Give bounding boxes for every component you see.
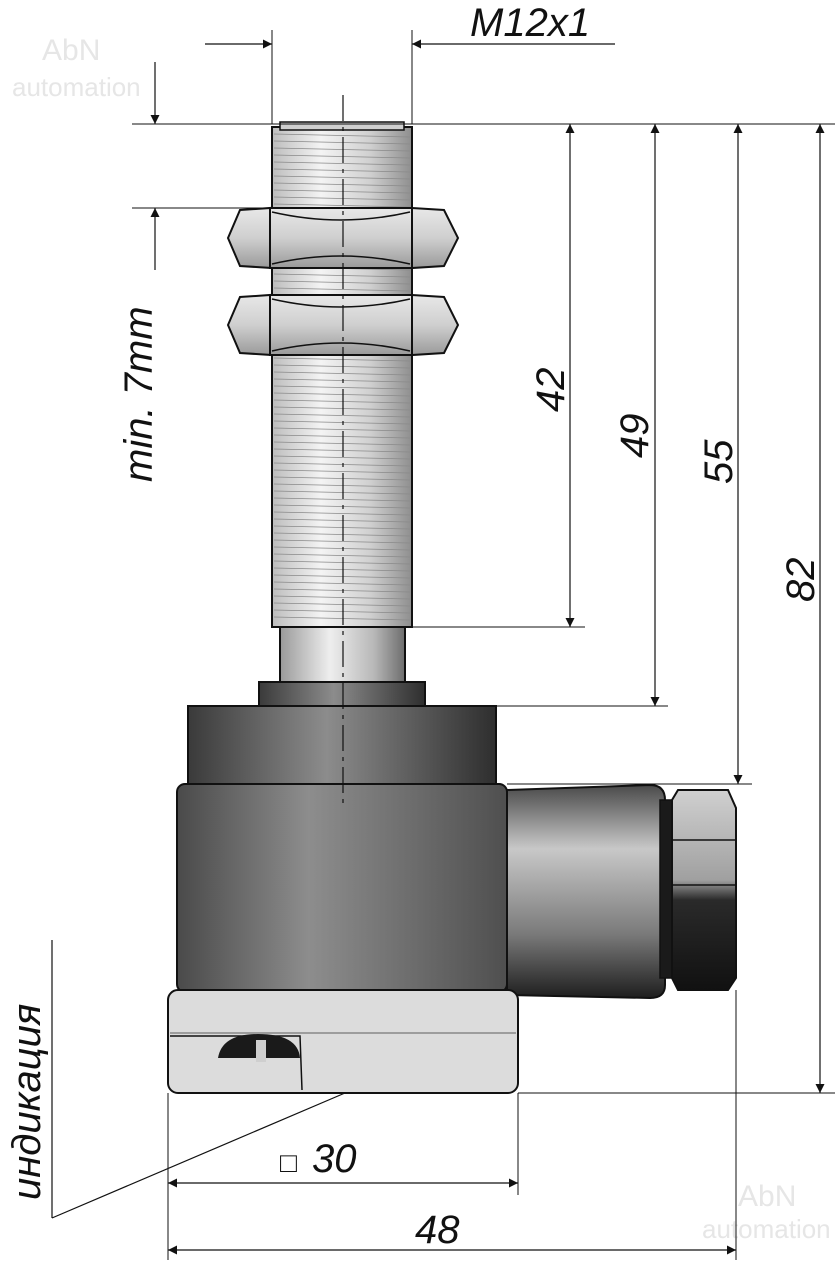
thread-line (273, 511, 411, 516)
thread-line (273, 357, 411, 362)
extension-lines (132, 30, 835, 1260)
thread-line (273, 588, 411, 593)
thread-line (273, 441, 411, 446)
thread-line (273, 455, 411, 460)
thread-line (273, 469, 411, 474)
thread-line (273, 497, 411, 502)
indication-label: индикация (5, 1004, 49, 1200)
dimension-55-label: 55 (697, 439, 741, 484)
thread-size-label: M12x1 (470, 1, 590, 45)
thread-line (273, 399, 411, 404)
dimension-48-label: 48 (415, 1208, 460, 1252)
thread-line (273, 546, 411, 551)
thread-line (273, 154, 411, 159)
thread-line (273, 189, 411, 194)
threaded-barrel (271, 121, 413, 628)
thread-line (273, 392, 411, 397)
thread-line (273, 490, 411, 495)
dimension-49-label: 49 (613, 414, 657, 459)
watermark-top: AbN automation (12, 34, 141, 102)
thread-line (273, 476, 411, 481)
thread-line (273, 595, 411, 600)
thread-line (273, 434, 411, 439)
thread-line (273, 574, 411, 579)
thread-line (273, 448, 411, 453)
thread-line (273, 280, 411, 285)
thread-line (273, 581, 411, 586)
connector-plug (506, 783, 737, 1000)
thread-line (273, 420, 411, 425)
watermark-line2: automation (702, 1214, 831, 1244)
watermark-line1: AbN (42, 34, 100, 67)
square-symbol: □ (280, 1147, 297, 1178)
nut-upper (226, 206, 460, 270)
watermark-bottom: AbN automation (702, 1180, 831, 1244)
thread-line (273, 385, 411, 390)
thread-line (273, 602, 411, 607)
nut-lower (226, 293, 460, 357)
thread-line (273, 168, 411, 173)
thread-line (273, 462, 411, 467)
thread-line (273, 553, 411, 558)
thread-line (273, 406, 411, 411)
thread-line (273, 413, 411, 418)
thread-line (273, 427, 411, 432)
thread-line (273, 161, 411, 166)
thread-line (273, 147, 411, 152)
thread-line (273, 525, 411, 530)
thread-line (273, 182, 411, 187)
thread-line (273, 609, 411, 614)
sensor-neck (258, 626, 426, 707)
thread-line (273, 483, 411, 488)
thread-line (273, 504, 411, 509)
thread-line (273, 273, 411, 278)
watermark-line2: automation (12, 72, 141, 102)
thread-line (273, 518, 411, 523)
min-depth-label: min. 7mm (117, 306, 161, 482)
thread-line (273, 371, 411, 376)
thread-line (273, 287, 411, 292)
thread-line (273, 364, 411, 369)
thread-line (273, 196, 411, 201)
thread-line (273, 140, 411, 145)
thread-line (273, 567, 411, 572)
thread-line (273, 560, 411, 565)
watermark-line1: AbN (738, 1180, 796, 1213)
bottom-cap (167, 989, 519, 1094)
dimension-82-label: 82 (779, 558, 823, 603)
sensor-body (176, 783, 508, 993)
dimension-lines (51, 39, 825, 1255)
thread-line (273, 532, 411, 537)
thread-line (273, 175, 411, 180)
dimension-30-label: 30 (312, 1137, 357, 1181)
thread-line (273, 133, 411, 138)
thread-line (273, 539, 411, 544)
thread-line (273, 378, 411, 383)
thread-line (273, 616, 411, 621)
thread-line (273, 203, 411, 208)
dimension-42-label: 42 (529, 368, 573, 413)
sensor-flange (187, 705, 497, 785)
